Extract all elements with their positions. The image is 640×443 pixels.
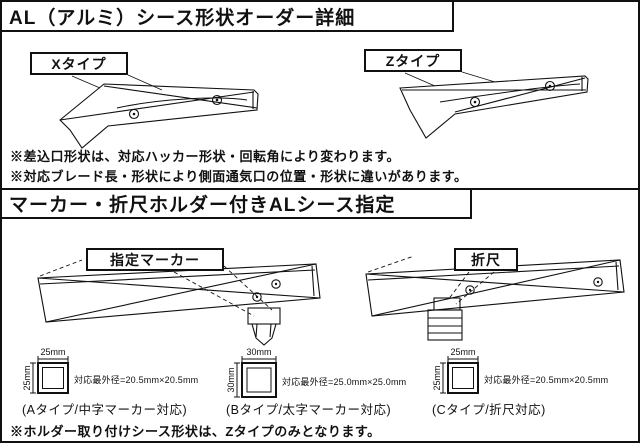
outer-diameter-spec: 対応最外径=20.5mm×20.5mm (484, 375, 609, 385)
cross-section-c: 25mm 25mm 対応最外径=20.5mm×20.5mm (Cタイプ/折尺対応… (432, 346, 636, 418)
cross-section-b: 30mm 30mm 対応最外径=25.0mm×25.0mm (Bタイプ/太字マー… (226, 346, 430, 418)
section1-title: AL（アルミ）シース形状オーダー詳細 (2, 2, 454, 32)
z-type-drawing (399, 71, 589, 139)
cross-section-caption: (Aタイプ/中字マーカー対応) (22, 403, 188, 417)
cross-section-c-drawing (440, 356, 479, 394)
width-dimension-label: 25mm (40, 347, 66, 357)
note-blade-vent: ※対応ブレード長・形状により側面通気口の位置・形状に違いがあります。 (10, 169, 468, 184)
outer-diameter-spec: 対応最外径=25.0mm×25.0mm (282, 377, 407, 387)
height-dimension-label: 25mm (432, 365, 442, 391)
outer-diameter-spec: 対応最外径=20.5mm×20.5mm (74, 375, 199, 385)
width-dimension-label: 30mm (246, 347, 272, 357)
note-holder-sheath: ※ホルダー取り付けシース形状は、Zタイプのみとなります。 (10, 424, 381, 439)
section2-title: マーカー・折尺ホルダー付きALシース指定 (2, 188, 472, 219)
folding-rule-label: 折尺 (454, 248, 518, 271)
folding-rule-sheath-drawing (365, 255, 625, 341)
note-insert-shape: ※差込口形状は、対応ハッカー形状・回転角により変わります。 (10, 149, 400, 164)
cross-section-a-drawing (30, 356, 69, 394)
cross-section-caption: (Cタイプ/折尺対応) (432, 403, 546, 417)
z-type-label: Zタイプ (364, 49, 462, 72)
height-dimension-label: 30mm (226, 367, 236, 393)
x-type-drawing (59, 74, 259, 149)
x-type-label: Xタイプ (30, 52, 128, 75)
width-dimension-label: 25mm (450, 347, 476, 357)
cross-section-caption: (Bタイプ/太字マーカー対応) (226, 403, 392, 417)
cross-section-a: 25mm 25mm 対応最外径=20.5mm×20.5mm (Aタイプ/中字マー… (22, 346, 222, 418)
height-dimension-label: 25mm (22, 365, 32, 391)
marker-holder-label: 指定マーカー (86, 248, 224, 271)
cross-section-b-drawing (234, 356, 277, 398)
